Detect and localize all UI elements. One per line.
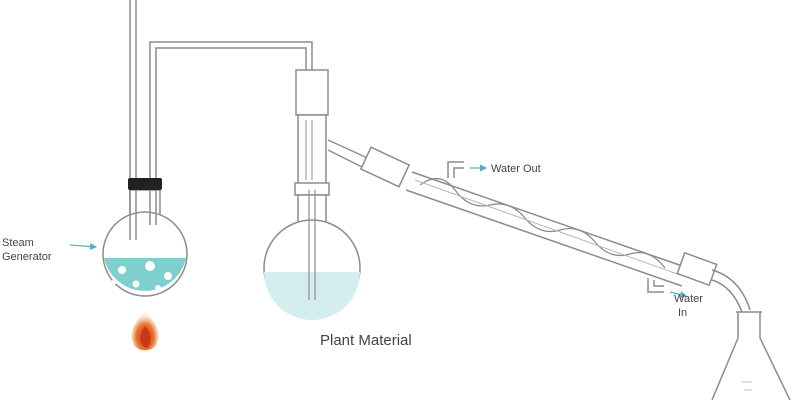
receiving-flask	[711, 311, 791, 400]
steam-generator	[102, 0, 188, 351]
water-out-label: Water Out	[491, 163, 541, 175]
steam-inlet-tube	[129, 0, 137, 200]
plant-material-liquid	[264, 272, 360, 320]
still-head	[295, 69, 329, 116]
water-out-port	[447, 161, 464, 178]
water-in-port	[647, 278, 664, 293]
water-in-label-line1: Water	[674, 293, 703, 305]
water-in-arrow	[669, 291, 688, 299]
steam-generator-label: Steam Generator	[2, 236, 52, 264]
condenser-coil	[419, 178, 666, 269]
condenser-joint	[359, 146, 411, 188]
condenser	[359, 146, 751, 313]
steam-transfer-tube	[149, 41, 313, 178]
distillation-flask	[263, 69, 373, 320]
steam-generator-label-line2: Generator	[2, 251, 52, 263]
plant-material-label: Plant Material	[320, 332, 412, 349]
boiling-bubbles	[111, 261, 172, 291]
steam-flask-stopper	[128, 178, 162, 190]
water-in-label: Water In	[674, 292, 703, 320]
steam-generator-arrow	[69, 242, 98, 251]
steam-flask-water	[104, 258, 186, 291]
steam-generator-label-line1: Steam	[2, 237, 34, 249]
water-in-label-line2: In	[678, 307, 688, 319]
